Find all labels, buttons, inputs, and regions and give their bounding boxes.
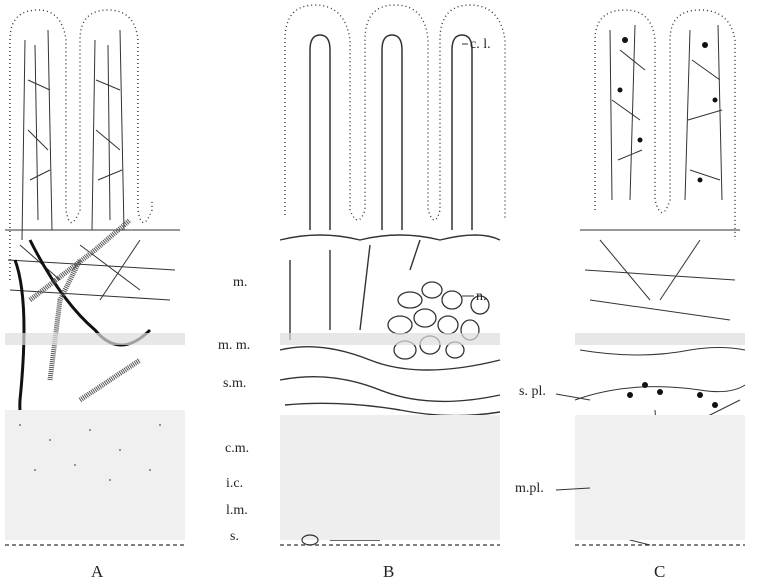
label-myenteric-plexus: m.pl. [515, 481, 544, 497]
label-central-lacteal: c. l. [470, 37, 491, 53]
panel-a-muscularis-mucosae-band [5, 333, 185, 345]
panel-b [280, 5, 505, 545]
label-serosa: s. [230, 529, 239, 545]
panel-letter-a: A [91, 562, 104, 582]
label-circular-muscle: c.m. [225, 441, 249, 457]
label-submucous-plexus: s. pl. [519, 384, 546, 400]
panel-b-muscle-layer [280, 415, 500, 540]
label-intermuscular: i.c. [226, 476, 243, 492]
panel-c [575, 10, 745, 545]
label-network: n. [476, 289, 487, 305]
panel-a-vessels [5, 30, 180, 300]
panel-b-muscularis-mucosae-band [280, 333, 500, 345]
panel-letter-c: C [654, 562, 666, 582]
panel-c-villus-outline [595, 10, 735, 240]
panel-b-central-lacteals [310, 35, 472, 230]
panel-letter-b: B [383, 562, 395, 582]
label-muscularis-mucosae: m. m. [218, 338, 250, 354]
panel-a-muscle-layer [5, 410, 185, 540]
panel-c-muscle-layer [575, 415, 745, 540]
label-longitudinal-muscle: l.m. [226, 503, 248, 519]
panel-b-network-cells [388, 282, 489, 359]
label-mucosa: m. [233, 275, 247, 291]
panel-c-muscularis-mucosae-band [575, 333, 745, 345]
panel-a [5, 10, 185, 545]
label-submucosa: s.m. [223, 376, 246, 392]
